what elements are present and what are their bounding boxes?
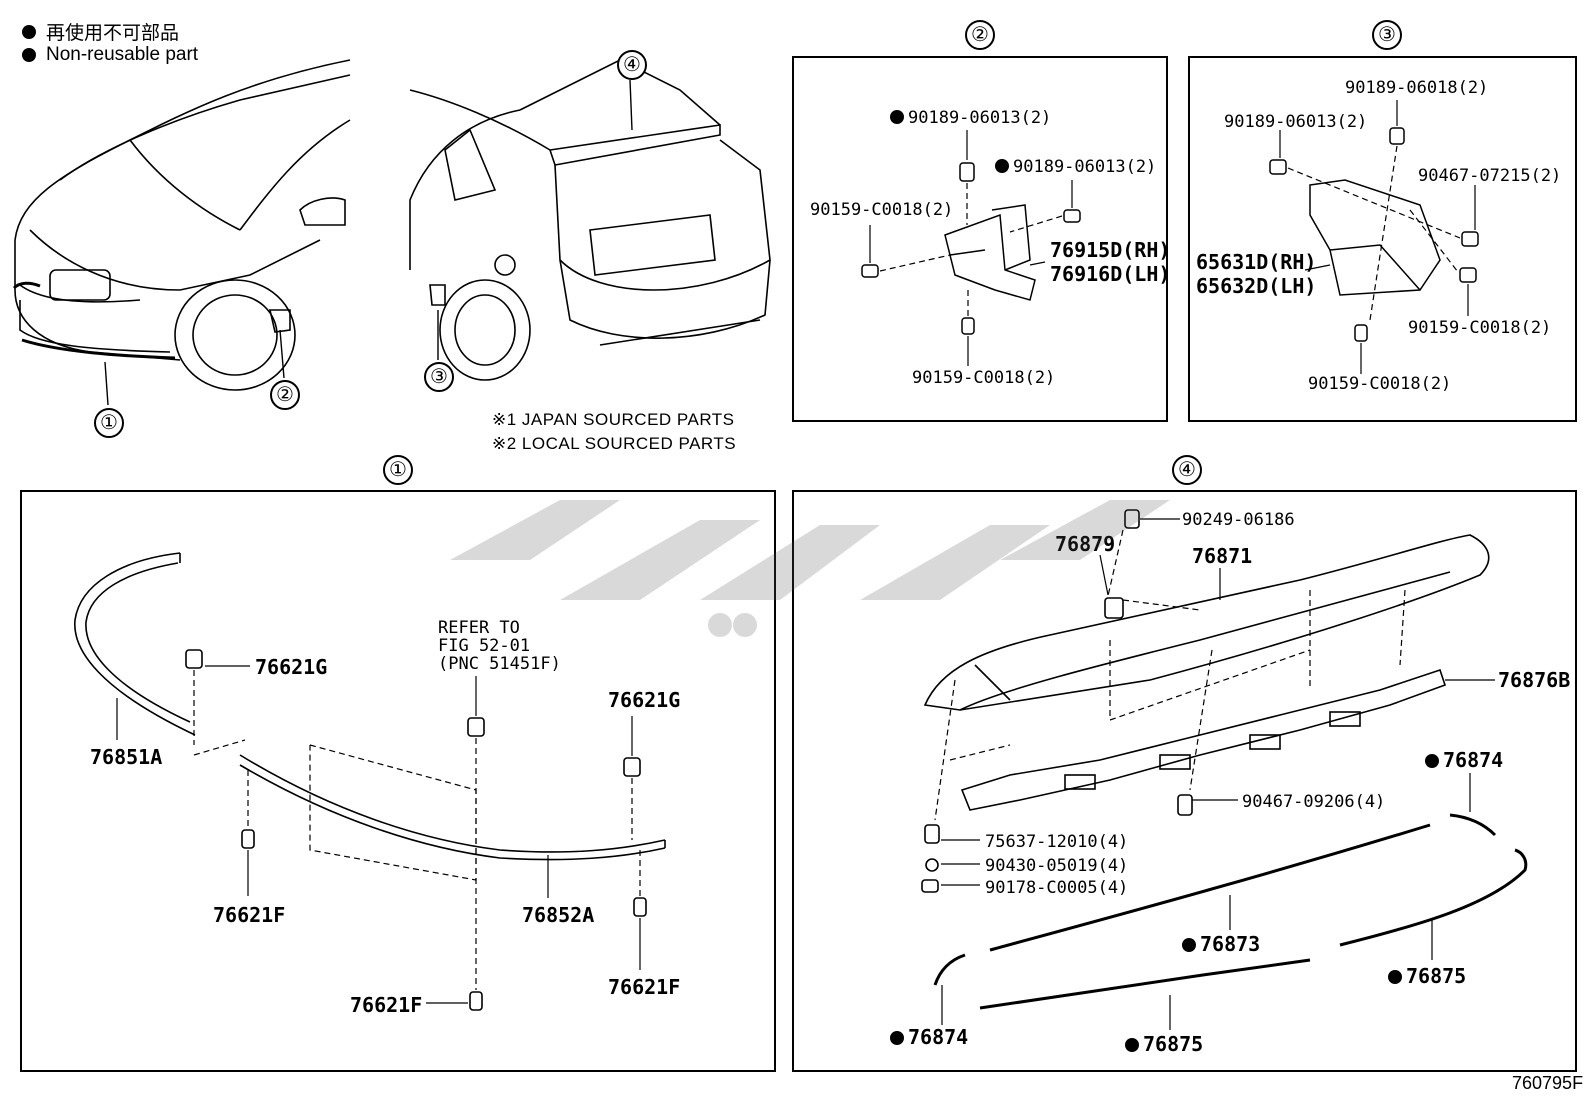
panel-1-part-a: 76621G	[255, 655, 328, 679]
panel-4-part-k: 76875	[1388, 964, 1466, 988]
panel-4-part-j: 76873	[1182, 932, 1260, 956]
panel-4-part-h: 90430-05019(4)	[985, 856, 1129, 876]
panel-4-part-b: 76879	[1055, 532, 1115, 556]
panel-1-part-f: 76621F	[608, 975, 681, 999]
panel-4-part-i: 90178-C0005(4)	[985, 878, 1129, 898]
legend-japanese: 再使用不可部品	[22, 18, 179, 45]
refer-line-1: REFER TO	[438, 618, 520, 638]
panel-3-part-g: 90159-C0018(2)	[1308, 374, 1452, 394]
panel-1	[20, 490, 776, 1072]
non-reusable-bullet-icon	[1388, 970, 1402, 984]
panel-2	[792, 56, 1168, 422]
panel-3-title: ③	[1372, 20, 1402, 50]
panel-4	[792, 490, 1577, 1072]
panel-4-title: ④	[1172, 455, 1202, 485]
panel-2-part-c: 90159-C0018(2)	[810, 200, 954, 220]
panel-4-part-m: 76875	[1125, 1032, 1203, 1056]
refer-line-2: FIG 52-01	[438, 636, 531, 656]
bullet-icon	[22, 48, 36, 62]
callout-4: ④	[617, 50, 647, 80]
panel-3-part-e: 65632D(LH)	[1196, 274, 1317, 298]
panel-2-part-d: 76915D(RH)	[1050, 238, 1171, 262]
non-reusable-bullet-icon	[1182, 938, 1196, 952]
callout-1: ①	[94, 408, 124, 438]
panel-2-part-a: 90189-06013(2)	[890, 108, 1051, 128]
non-reusable-bullet-icon	[890, 1031, 904, 1045]
legend-english: Non-reusable part	[22, 44, 198, 66]
panel-3-part-b: 90189-06013(2)	[1224, 112, 1368, 132]
panel-2-part-b: 90189-06013(2)	[995, 157, 1156, 177]
panel-3	[1188, 56, 1577, 422]
panel-1-title: ①	[383, 455, 413, 485]
panel-1-part-e: 76852A	[522, 903, 595, 927]
panel-4-part-c: 76871	[1192, 544, 1253, 568]
legend-japanese-text: 再使用不可部品	[46, 23, 180, 44]
panel-1-part-c: 76851A	[90, 745, 163, 769]
panel-3-part-d: 65631D(RH)	[1196, 250, 1317, 274]
panel-3-part-a: 90189-06018(2)	[1345, 78, 1489, 98]
bullet-icon	[22, 24, 36, 39]
callout-2: ②	[270, 380, 300, 410]
panel-3-part-f: 90159-C0018(2)	[1408, 318, 1552, 338]
panel-4-part-g: 75637-12010(4)	[985, 832, 1129, 852]
panel-1-part-d: 76621F	[213, 903, 286, 927]
panel-3-part-c: 90467-07215(2)	[1418, 166, 1562, 186]
panel-1-part-g: 76621F	[350, 993, 423, 1017]
legend-english-text: Non-reusable part	[46, 44, 199, 65]
non-reusable-bullet-icon	[890, 110, 904, 124]
figure-id: 760795F	[1512, 1073, 1584, 1093]
callout-3: ③	[424, 362, 454, 392]
panel-4-part-a: 90249-06186	[1182, 510, 1295, 530]
panel-2-part-f: 90159-C0018(2)	[912, 368, 1056, 388]
non-reusable-bullet-icon	[1425, 754, 1439, 768]
panel-2-title: ②	[965, 20, 995, 50]
non-reusable-bullet-icon	[1125, 1038, 1139, 1052]
panel-4-part-e: 76874	[1425, 748, 1503, 772]
panel-4-part-d: 76876B	[1498, 668, 1571, 692]
note-japan-sourced: ※1 JAPAN SOURCED PARTS	[492, 410, 735, 429]
panel-2-part-e: 76916D(LH)	[1050, 262, 1171, 286]
non-reusable-bullet-icon	[995, 159, 1009, 173]
refer-line-3: (PNC 51451F)	[438, 654, 561, 674]
panel-4-part-f: 90467-09206(4)	[1242, 792, 1386, 812]
panel-1-part-b: 76621G	[608, 688, 681, 712]
panel-4-part-l: 76874	[890, 1025, 968, 1049]
note-local-sourced: ※2 LOCAL SOURCED PARTS	[492, 434, 737, 453]
